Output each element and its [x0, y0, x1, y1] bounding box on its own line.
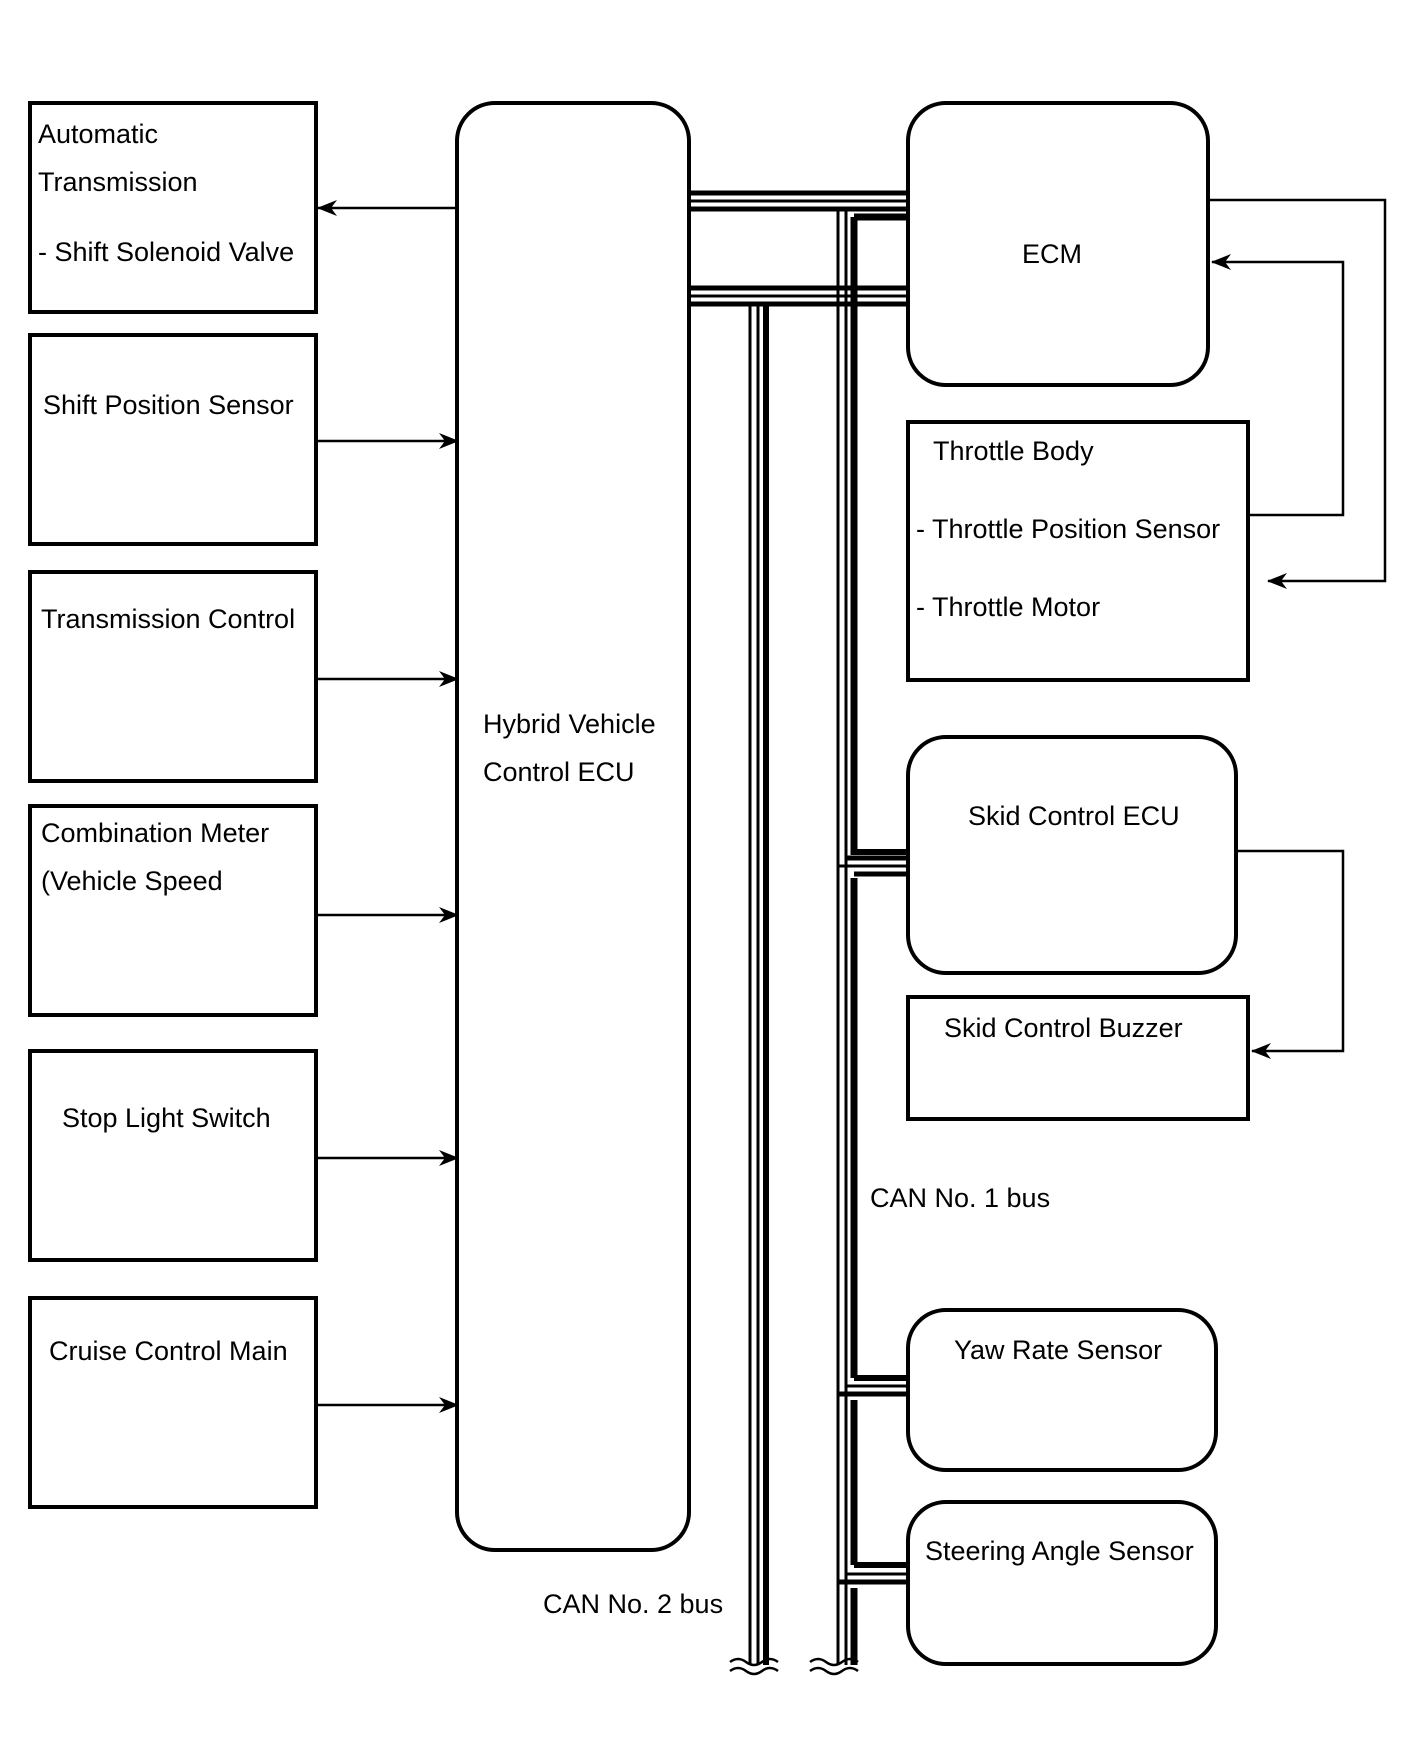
throttle-body-line3: - Throttle Motor — [916, 592, 1101, 622]
hybrid-ecu-line2: Control ECU — [483, 757, 635, 787]
bus-break-symbols — [729, 1657, 859, 1676]
ecm-label: ECM — [1022, 239, 1082, 269]
ecm-box: ECM — [906, 101, 1210, 387]
skid-control-buzzer-box: Skid Control Buzzer — [906, 995, 1250, 1121]
skid-control-ecu-box: Skid Control ECU — [906, 735, 1238, 975]
can1-bus-label: CAN No. 1 bus — [870, 1183, 1051, 1213]
hybrid-vehicle-control-ecu-box: Hybrid Vehicle Control ECU — [455, 101, 691, 1552]
automatic-transmission-line1: Automatic — [38, 119, 159, 149]
shift-position-sensor-box: Shift Position Sensor — [28, 333, 318, 546]
skid-control-buzzer-label: Skid Control Buzzer — [944, 1013, 1183, 1043]
cruise-control-main-label: Cruise Control Main — [49, 1336, 288, 1366]
transmission-control-label: Transmission Control — [41, 604, 296, 634]
transmission-control-box: Transmission Control — [28, 570, 318, 783]
ecm-throttle-lines — [1210, 198, 1387, 589]
skid-ecu-to-buzzer-line — [1238, 849, 1345, 1059]
stop-light-switch-label: Stop Light Switch — [62, 1103, 271, 1133]
stop-light-switch-box: Stop Light Switch — [28, 1049, 318, 1262]
automatic-transmission-line3: - Shift Solenoid Valve — [38, 237, 295, 267]
throttle-body-box: Throttle Body - Throttle Position Sensor… — [906, 420, 1250, 682]
can2-bus-lines — [690, 285, 908, 1665]
yaw-rate-sensor-label: Yaw Rate Sensor — [954, 1335, 1163, 1365]
combination-meter-line2: (Vehicle Speed — [41, 866, 223, 896]
throttle-body-line1: Throttle Body — [933, 436, 1094, 466]
can2-bus-label: CAN No. 2 bus — [543, 1589, 724, 1619]
throttle-body-line2: - Throttle Position Sensor — [916, 514, 1221, 544]
yaw-rate-sensor-box: Yaw Rate Sensor — [906, 1308, 1218, 1472]
combination-meter-box: Combination Meter (Vehicle Speed — [28, 804, 318, 1017]
shift-position-sensor-label: Shift Position Sensor — [43, 390, 294, 420]
automatic-transmission-line2: Transmission — [38, 167, 198, 197]
skid-control-ecu-label: Skid Control ECU — [968, 801, 1180, 831]
combination-meter-line1: Combination Meter — [41, 818, 270, 848]
steering-angle-sensor-box: Steering Angle Sensor — [906, 1500, 1218, 1666]
can1-bus-lines — [690, 190, 908, 1665]
automatic-transmission-box: Automatic Transmission - Shift Solenoid … — [28, 101, 318, 314]
steering-angle-sensor-label: Steering Angle Sensor — [925, 1536, 1194, 1566]
hybrid-ecu-line1: Hybrid Vehicle — [483, 709, 656, 739]
cruise-control-main-box: Cruise Control Main — [28, 1296, 318, 1509]
